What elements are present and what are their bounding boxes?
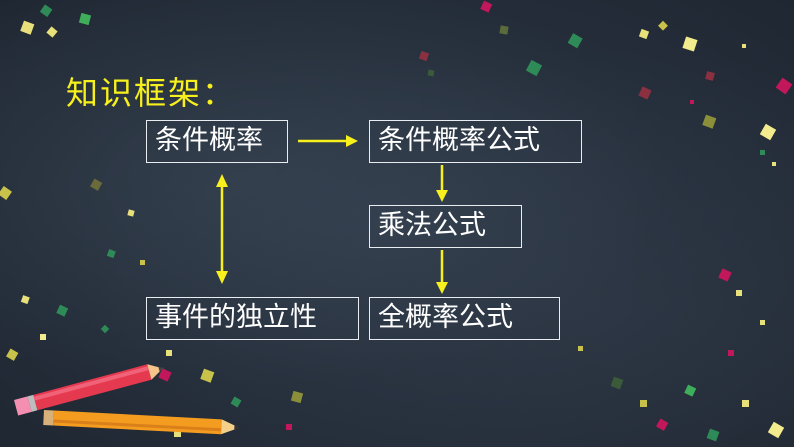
confetti-piece	[760, 150, 765, 155]
confetti-piece	[578, 346, 583, 351]
confetti-piece	[158, 368, 172, 382]
slide-title: 知识框架：	[66, 74, 237, 112]
arrow-right-head	[346, 135, 358, 147]
arrow-down-1-head	[436, 190, 448, 202]
confetti-piece	[39, 4, 53, 17]
confetti-piece	[658, 20, 668, 31]
confetti-piece	[638, 28, 650, 40]
confetti-piece	[728, 350, 734, 356]
confetti-piece	[567, 33, 583, 49]
confetti-piece	[286, 424, 292, 430]
arrow-bidirectional-head-down	[216, 271, 228, 284]
confetti-piece	[706, 428, 720, 442]
confetti-piece	[742, 400, 749, 407]
confetti-piece	[656, 418, 669, 431]
pencil-wood	[220, 419, 240, 435]
confetti-piece	[174, 430, 181, 437]
confetti-piece	[772, 162, 776, 166]
pencil-stripe	[53, 419, 222, 432]
pencil-band	[27, 394, 38, 412]
confetti-piece	[6, 348, 19, 361]
confetti-piece	[200, 368, 215, 383]
node-total-probability-formula: 全概率公式	[369, 297, 560, 340]
confetti-piece	[20, 295, 30, 305]
node-independence-of-events: 事件的独立性	[146, 297, 359, 340]
pencil-eraser	[13, 396, 32, 416]
confetti-piece	[499, 25, 509, 35]
confetti-piece	[736, 290, 742, 296]
confetti-piece	[46, 26, 58, 38]
red-pencil	[13, 364, 165, 416]
pencil-eraser	[43, 410, 54, 426]
confetti-piece	[427, 69, 435, 77]
confetti-piece	[702, 114, 717, 129]
pencil-stripe	[33, 366, 149, 401]
confetti-piece	[290, 390, 304, 404]
confetti-piece	[610, 376, 624, 390]
node-conditional-probability: 条件概率	[146, 120, 288, 163]
confetti-piece	[759, 123, 777, 141]
confetti-piece	[525, 59, 543, 77]
confetti-piece	[742, 44, 746, 48]
node-multiplication-formula: 乘法公式	[369, 205, 522, 248]
confetti-piece	[0, 186, 12, 200]
confetti-piece	[684, 384, 697, 397]
node-conditional-probability-formula: 条件概率公式	[369, 120, 582, 163]
confetti-piece	[20, 20, 35, 35]
confetti-piece	[40, 334, 46, 340]
confetti-piece	[127, 209, 135, 217]
confetti-piece	[767, 421, 785, 439]
arrow-bidirectional-head-up	[216, 174, 228, 187]
confetti-piece	[140, 260, 145, 265]
confetti-piece	[718, 268, 732, 282]
confetti-piece	[78, 12, 92, 26]
confetti-piece	[640, 400, 647, 407]
confetti-piece	[230, 396, 242, 408]
pencil-lead	[158, 367, 165, 372]
confetti-piece	[106, 249, 116, 259]
confetti-piece	[690, 100, 694, 104]
confetti-piece	[90, 178, 103, 191]
pencil-lead	[234, 425, 242, 430]
confetti-piece	[775, 77, 793, 95]
confetti-piece	[418, 50, 430, 62]
confetti-piece	[480, 0, 493, 13]
orange-pencil	[43, 410, 242, 435]
confetti-piece	[682, 36, 698, 52]
confetti-piece	[56, 304, 69, 317]
confetti-piece	[705, 71, 715, 81]
confetti-piece	[638, 86, 652, 100]
confetti-piece	[166, 350, 172, 356]
confetti-piece	[100, 324, 110, 334]
arrow-down-2-head	[436, 282, 448, 294]
confetti-piece	[760, 320, 765, 325]
